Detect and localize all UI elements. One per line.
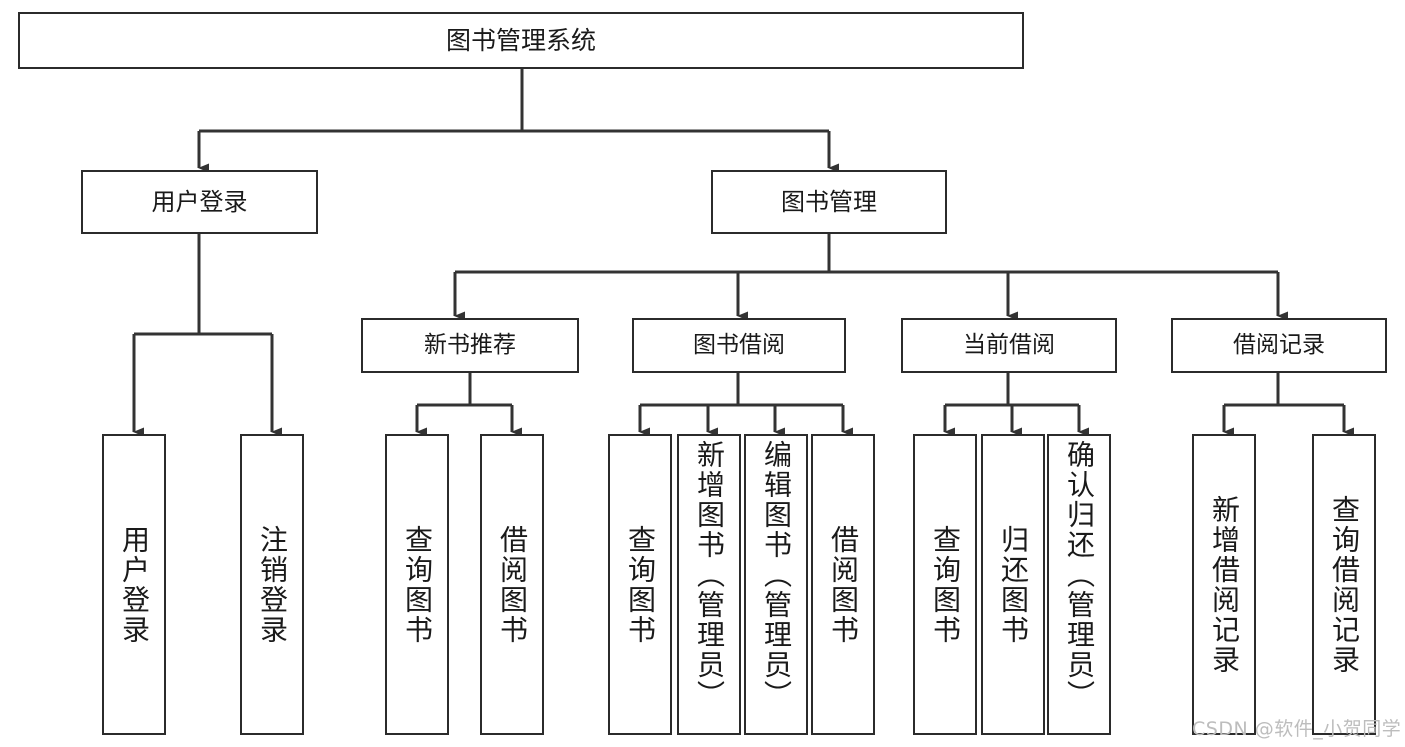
node-user-login[interactable]: 用户登录: [81, 170, 318, 234]
node-root-label: 图书管理系统: [445, 25, 596, 55]
leaf-edit-book-label: 编辑图书（管理员）: [760, 440, 793, 710]
leaf-edit-book[interactable]: 编辑图书（管理员）: [744, 434, 808, 735]
leaf-confirm-return[interactable]: 确认归还（管理员）: [1047, 434, 1111, 735]
leaf-borrow-book-1-label: 借阅图书: [496, 524, 529, 645]
leaf-return-book-label: 归还图书: [997, 524, 1030, 645]
leaf-borrow-book-2[interactable]: 借阅图书: [811, 434, 875, 735]
leaf-user-login[interactable]: 用户登录: [102, 434, 166, 735]
leaf-query-record[interactable]: 查询借阅记录: [1312, 434, 1376, 735]
leaf-borrow-book-2-label: 借阅图书: [827, 524, 860, 645]
leaf-query-record-label: 查询借阅记录: [1328, 494, 1361, 675]
node-new-book-recommend[interactable]: 新书推荐: [361, 318, 579, 373]
node-book-manage-label: 图书管理: [781, 187, 877, 216]
leaf-add-book[interactable]: 新增图书（管理员）: [677, 434, 741, 735]
leaf-confirm-return-label: 确认归还（管理员）: [1063, 440, 1096, 710]
leaf-logout-label: 注销登录: [256, 524, 289, 645]
node-current-borrow-label: 当前借阅: [963, 331, 1055, 358]
leaf-add-record[interactable]: 新增借阅记录: [1192, 434, 1256, 735]
leaf-query-book-1[interactable]: 查询图书: [385, 434, 449, 735]
leaf-borrow-book-1[interactable]: 借阅图书: [480, 434, 544, 735]
node-current-borrow[interactable]: 当前借阅: [901, 318, 1117, 373]
leaf-query-book-2-label: 查询图书: [624, 524, 657, 645]
node-borrow-record[interactable]: 借阅记录: [1171, 318, 1387, 373]
leaf-logout[interactable]: 注销登录: [240, 434, 304, 735]
leaf-query-book-2[interactable]: 查询图书: [608, 434, 672, 735]
tree-connectors: [132, 69, 1354, 437]
leaf-add-record-label: 新增借阅记录: [1208, 494, 1241, 675]
node-book-borrow[interactable]: 图书借阅: [632, 318, 846, 373]
node-user-login-label: 用户登录: [151, 187, 248, 216]
leaf-query-book-3[interactable]: 查询图书: [913, 434, 977, 735]
node-new-book-recommend-label: 新书推荐: [424, 331, 516, 358]
node-root[interactable]: 图书管理系统: [18, 12, 1024, 69]
leaf-add-book-label: 新增图书（管理员）: [693, 440, 726, 710]
leaf-return-book[interactable]: 归还图书: [981, 434, 1045, 735]
leaf-query-book-1-label: 查询图书: [401, 524, 434, 645]
leaf-user-login-label: 用户登录: [118, 524, 151, 645]
leaf-query-book-3-label: 查询图书: [929, 524, 962, 645]
node-book-manage[interactable]: 图书管理: [711, 170, 947, 234]
csdn-watermark: CSDN @软件_小贺同学: [1192, 718, 1402, 740]
node-borrow-record-label: 借阅记录: [1233, 331, 1325, 358]
node-book-borrow-label: 图书借阅: [693, 331, 785, 358]
